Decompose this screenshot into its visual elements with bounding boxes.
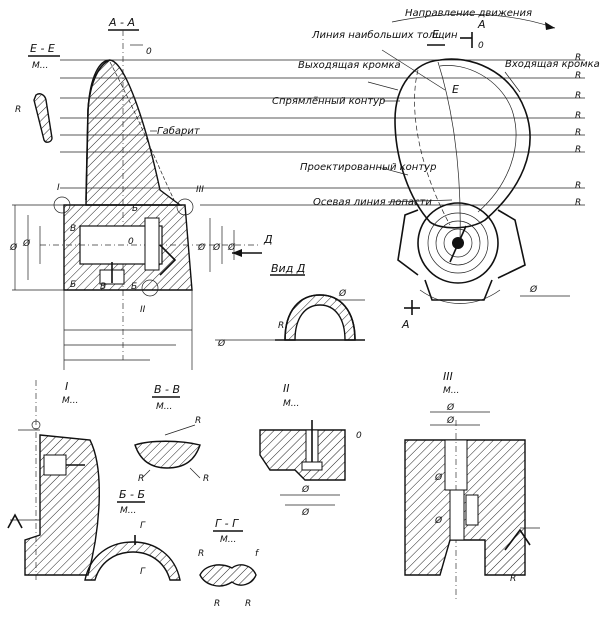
detail-iii-r: R	[510, 574, 516, 584]
section-bb-title: Б - Б	[119, 488, 145, 501]
hub-circle	[417, 202, 499, 284]
section-vv-r3: R	[203, 474, 209, 484]
section-gg-view: Г - Г М... R f R R	[198, 517, 260, 609]
blade-outline	[394, 58, 531, 229]
dim-phi-right-3: Ø	[227, 242, 236, 253]
dim-phi-left-2: Ø	[22, 238, 31, 249]
detail-i: I М...	[7, 380, 100, 580]
view-d-phi: Ø	[338, 288, 347, 299]
mark-e-plan: Е	[452, 83, 459, 96]
r-label-4: R	[575, 111, 581, 121]
view-d-phi-2: Ø	[217, 338, 226, 349]
detail-ii: II М... 0 Ø Ø	[259, 382, 362, 518]
mark-e-top: Е	[432, 28, 439, 41]
section-bb-view: Б - Б М... Г Г	[84, 488, 181, 581]
view-d: Вид Д Ø Ø R	[215, 262, 365, 349]
mark-detail-ii: II	[140, 305, 146, 315]
phi-plan-right: Ø	[529, 284, 538, 295]
section-gg-r3: R	[245, 599, 251, 609]
section-bb-scale: М...	[120, 506, 136, 516]
blade-plan-view: Направление движения А 0 Е Линия наиболь…	[272, 8, 600, 331]
section-aa-title: А - А	[108, 16, 135, 29]
mark-r-ee: R	[15, 105, 21, 115]
r-label-3: R	[575, 91, 581, 101]
section-vv-r2: R	[138, 474, 144, 484]
section-aa-view: А - А 0 Габарит В Б Б В Б 0 I III II	[9, 16, 273, 370]
mark-a-bottom: А	[401, 318, 410, 331]
mark-d-arrow: Д	[263, 233, 273, 246]
section-ee-scale: М...	[32, 61, 48, 71]
mark-v-hub-top: В	[70, 224, 76, 234]
mark-zero-hub: 0	[128, 237, 134, 247]
dim-phi-right-1: Ø	[197, 242, 206, 253]
detail-iii: III М... Ø Ø Ø Ø R	[404, 370, 540, 600]
section-gg-r1: R	[198, 549, 204, 559]
label-leading-edge: Входящая кромка	[505, 59, 600, 70]
section-vv-title: В - В	[154, 383, 180, 396]
mark-b-hub-bottom: Б	[70, 280, 76, 290]
dim-phi-left-1: Ø	[9, 242, 18, 253]
detail-iii-phi-4: Ø	[434, 515, 443, 526]
detail-iii-title: III	[443, 370, 453, 383]
mark-detail-i: I	[57, 183, 60, 193]
dim-phi-right-2: Ø	[212, 242, 221, 253]
detail-ii-phi-1: Ø	[301, 484, 310, 495]
gabarit-label: Габарит	[157, 125, 201, 137]
r-label-8: R	[575, 198, 581, 208]
section-gg-title: Г - Г	[215, 517, 239, 530]
detail-ii-title: II	[283, 382, 290, 395]
blade-section	[85, 59, 183, 206]
label-max-thickness: Линия наибольших толщин	[311, 29, 458, 41]
label-straightened-contour: Спрямлённый контур	[272, 96, 385, 107]
detail-ii-phi-2: Ø	[301, 507, 310, 518]
mark-detail-iii: III	[196, 185, 204, 195]
r-label-5: R	[575, 128, 581, 138]
section-gg-scale: М...	[220, 535, 236, 545]
mark-g-bb-2: Г	[140, 567, 146, 577]
detail-iii-scale: М...	[443, 386, 459, 396]
mark-a-top: А	[477, 18, 486, 31]
label-axial-line: Осевая линия лопасти	[313, 197, 432, 208]
r-label-6: R	[575, 145, 581, 155]
section-gg-r2: R	[214, 599, 220, 609]
mark-v-hub-bottom: В	[100, 282, 106, 292]
r-label-2: R	[575, 71, 581, 81]
mark-b-hub-bottom-2: Б	[131, 282, 137, 292]
section-ee-view: Е - Е М... R	[15, 42, 60, 143]
detail-ii-scale: М...	[283, 399, 299, 409]
section-vv-r1: R	[195, 416, 201, 426]
section-ee-title: Е - Е	[30, 42, 55, 55]
detail-ii-zero: 0	[356, 431, 362, 441]
section-vv-scale: М...	[156, 402, 172, 412]
mark-zero-plan: 0	[478, 41, 484, 51]
detail-iii-phi-3: Ø	[434, 472, 443, 483]
label-trailing-edge: Выходящая кромка	[298, 60, 401, 71]
direction-label: Направление движения	[405, 8, 532, 19]
section-vv-view: В - В М... R R R	[134, 383, 209, 484]
mark-g-bb-1: Г	[140, 521, 146, 531]
r-label-1: R	[575, 53, 581, 63]
detail-iii-phi-2: Ø	[446, 415, 455, 426]
section-gg-f: f	[255, 549, 260, 559]
mark-b-hub-top: Б	[132, 204, 138, 214]
detail-i-scale: М...	[62, 396, 78, 406]
mark-zero-aa: 0	[146, 47, 152, 57]
view-d-title: Вид Д	[271, 262, 306, 275]
view-d-r: R	[278, 321, 284, 331]
detail-i-title: I	[65, 380, 68, 393]
detail-iii-phi-1: Ø	[446, 402, 455, 413]
radius-reference-lines	[60, 59, 585, 206]
r-label-7: R	[575, 181, 581, 191]
label-projected-contour: Проектированный контур	[300, 162, 436, 173]
